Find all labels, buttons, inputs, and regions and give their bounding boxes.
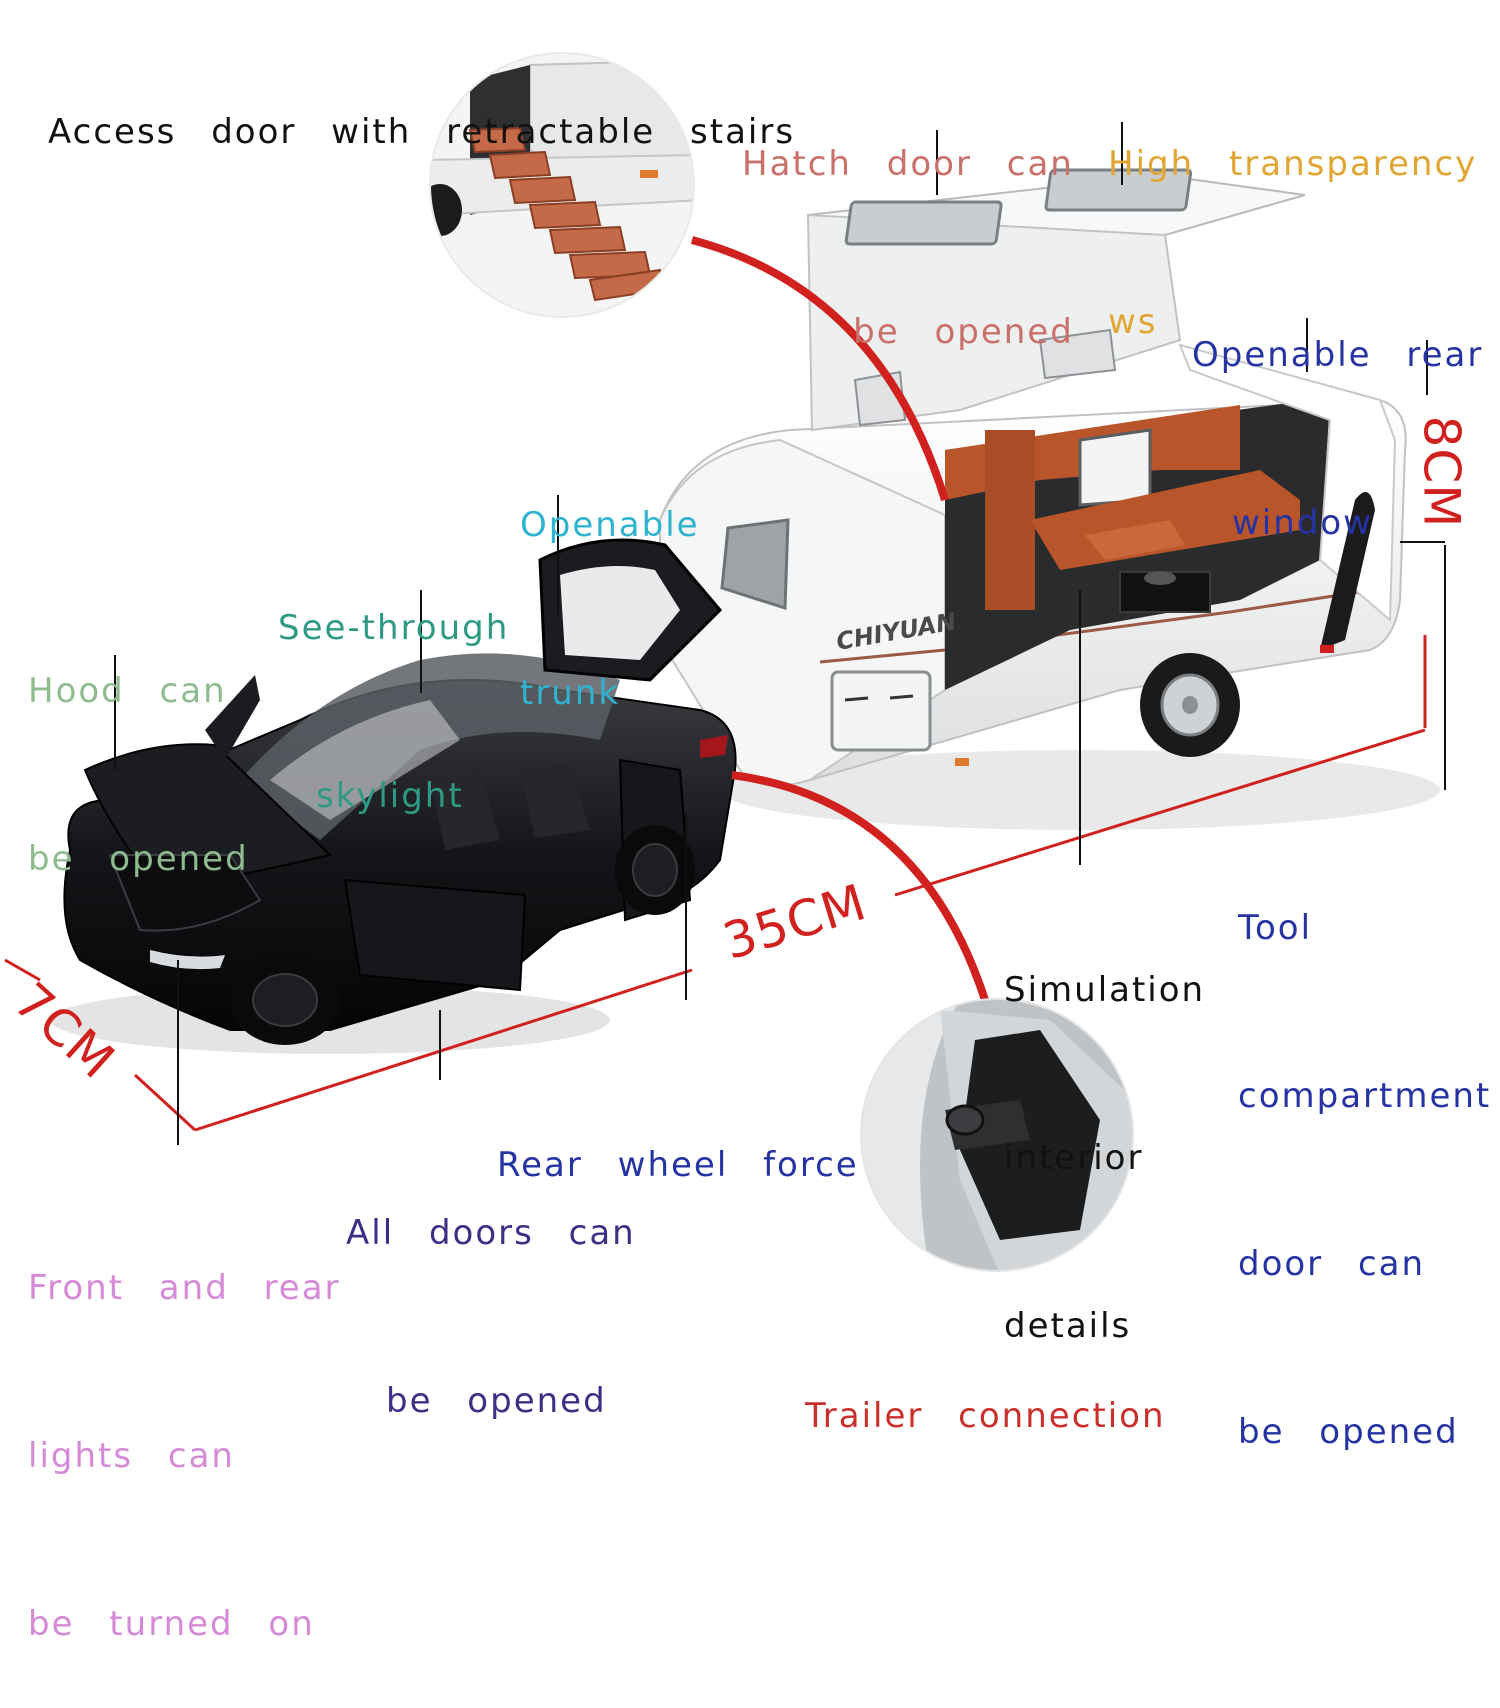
label-access-door: Access door with retractable stairs (48, 0, 795, 216)
label-hatch-door: Hatch door can be opened (742, 24, 1074, 416)
stairs-inset (429, 52, 695, 318)
label-tool-compartment: Tool compartment door can be opened (1238, 788, 1491, 1516)
label-rear-wheel: Rear wheel force (497, 1025, 859, 1249)
label-line: trunk (520, 673, 621, 713)
label-line: High transparency (1108, 144, 1478, 184)
label-line: door can (1238, 1244, 1426, 1284)
label-line: Hood can (28, 671, 227, 711)
label-all-doors: All doors can be opened (346, 1093, 636, 1485)
label-line: compartment (1238, 1076, 1492, 1116)
dimension-lines (4, 635, 1427, 1132)
label-line: Front and rear (28, 1268, 341, 1308)
label-line: All doors can (346, 1213, 636, 1253)
label-high-transparency: High transparency ws (1108, 24, 1477, 406)
trailer-model: CHIYUAN (659, 168, 1440, 830)
illustration-layer: CHIYUAN (4, 52, 1446, 1272)
label-line: Trailer connection (805, 1396, 1166, 1436)
stairs-connector-arc (690, 236, 949, 502)
label-trailer-connection: Trailer connection (805, 1276, 1166, 1500)
car-model (50, 538, 737, 1054)
callout-leaders (114, 122, 1308, 1145)
hitch-inset (860, 998, 1134, 1272)
label-line: interior (1004, 1138, 1144, 1178)
label-line: Openable rear (1192, 335, 1484, 375)
label-line: ws (1108, 302, 1158, 342)
label-hood: Hood can be opened (28, 551, 249, 943)
label-line: be opened (28, 839, 249, 879)
label-line: be turned on (28, 1604, 315, 1644)
product-infographic: CHIYUAN (3, 0, 1489, 1644)
label-line: skylight (316, 776, 464, 816)
label-line: Tool (1238, 908, 1313, 948)
label-openable-rear-window: Openable rear window (1192, 215, 1483, 607)
label-line: be opened (386, 1381, 607, 1421)
label-line: See-through (278, 608, 510, 648)
label-line: window (1232, 503, 1373, 543)
label-front-rear-lights: Front and rear lights can be turned on (28, 1148, 341, 1708)
label-line: lights can (28, 1436, 235, 1476)
label-line: Rear wheel force (497, 1145, 859, 1185)
dimension-ticks (1400, 340, 1446, 790)
label-line: be opened (1238, 1412, 1459, 1452)
label-line: Simulation (1004, 970, 1206, 1010)
label-line: Access door with retractable stairs (48, 112, 796, 152)
hitch-connector-arc (731, 771, 989, 1002)
dimension-height: 8CM (1412, 415, 1471, 529)
label-line: Hatch door can (742, 144, 1074, 184)
label-line: Openable (520, 505, 700, 545)
label-see-through-skylight: See-through skylight (278, 488, 509, 880)
label-openable-trunk: Openable trunk (520, 385, 700, 777)
label-line: be opened (853, 312, 1074, 352)
